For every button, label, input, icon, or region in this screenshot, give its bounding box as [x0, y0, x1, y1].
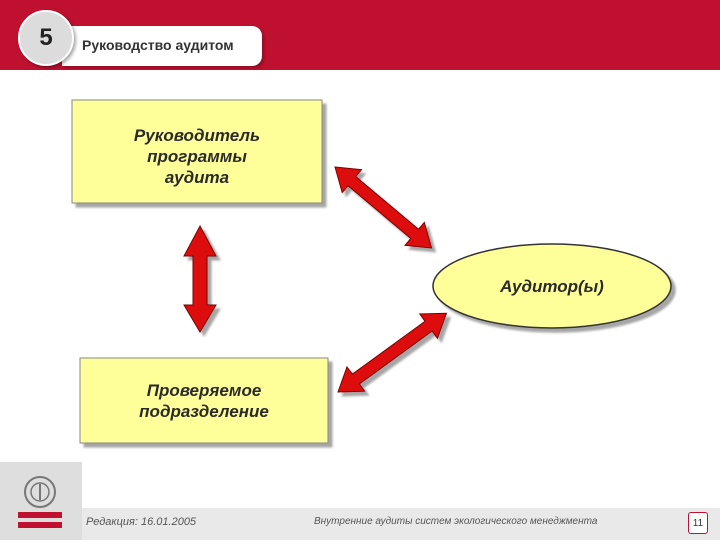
footer-band	[0, 508, 720, 540]
auditee-label-line: Проверяемое	[146, 381, 262, 400]
arrow-manager-auditors	[334, 166, 433, 249]
page-number: 11	[688, 512, 708, 534]
manager-label-line: программы	[147, 147, 247, 166]
section-number: 5	[18, 10, 74, 66]
logo-seal-icon	[18, 476, 62, 528]
manager-box	[71, 99, 323, 204]
manager-label-line: аудита	[164, 168, 230, 187]
auditors-ellipse	[432, 243, 672, 329]
arrow-manager-auditee	[183, 224, 217, 333]
company-logo	[0, 462, 82, 540]
slide-title: Руководство аудитом	[82, 37, 234, 53]
document-title: Внутренние аудиты систем экологического …	[314, 516, 598, 527]
auditee-box	[79, 357, 329, 444]
arrow-auditee-auditors	[337, 312, 448, 393]
manager-label: Руководитель программы аудита	[72, 125, 322, 188]
auditee-label-line: подразделение	[139, 402, 269, 421]
auditee-label: Проверяемое подразделение	[80, 380, 328, 422]
manager-label-line: Руководитель	[133, 126, 261, 145]
edition-date: Редакция: 16.01.2005	[86, 516, 197, 528]
title-tab	[62, 26, 262, 66]
auditors-label: Аудитор(ы)	[500, 277, 604, 296]
